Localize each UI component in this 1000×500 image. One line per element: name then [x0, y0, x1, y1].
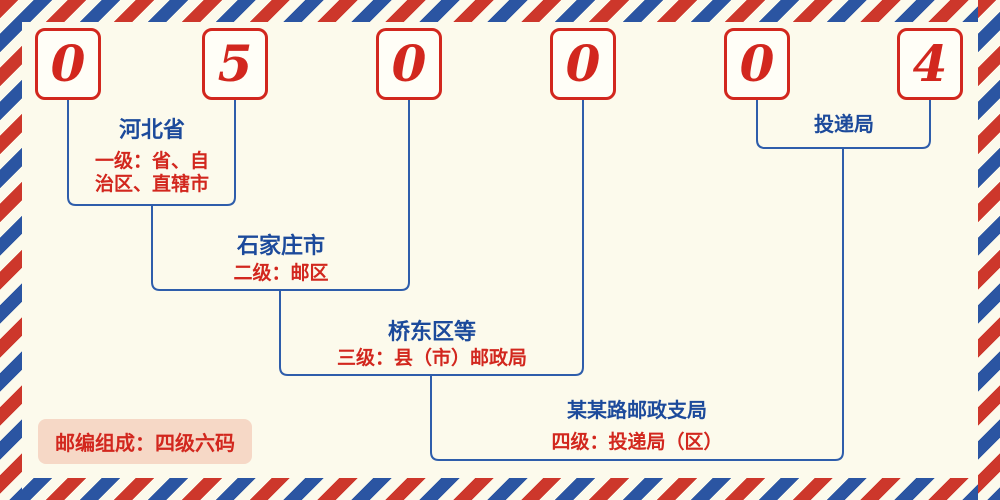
- branch-office-level-desc: 四级：投递局（区）: [551, 432, 723, 453]
- district-level-desc: 三级：县（市）邮政局: [336, 348, 528, 369]
- airmail-border-left: [0, 0, 22, 500]
- city-name-label: 石家庄市: [236, 233, 326, 258]
- district-name-label: 桥东区等: [387, 319, 477, 344]
- digit-box-1: 0: [35, 28, 101, 100]
- digit-box-2: 5: [202, 28, 268, 100]
- airmail-border-right: [978, 0, 1000, 500]
- digit-box-4: 0: [550, 28, 616, 100]
- digit-box-6: 4: [897, 28, 963, 100]
- postcode-composition-badge: 邮编组成：四级六码: [38, 419, 252, 464]
- digit-box-3: 0: [376, 28, 442, 100]
- airmail-border-top: [0, 0, 1000, 22]
- province-name-label: 河北省: [118, 117, 186, 142]
- branch-office-name-label: 某某路邮政支局: [567, 400, 707, 422]
- delivery-office-label: 投递局: [814, 114, 874, 136]
- city-level-desc: 二级：邮区: [233, 263, 329, 284]
- province-level-desc-line2: 治区、直辖市: [94, 174, 210, 195]
- digit-box-5: 0: [724, 28, 790, 100]
- airmail-border-bottom: [0, 478, 1000, 500]
